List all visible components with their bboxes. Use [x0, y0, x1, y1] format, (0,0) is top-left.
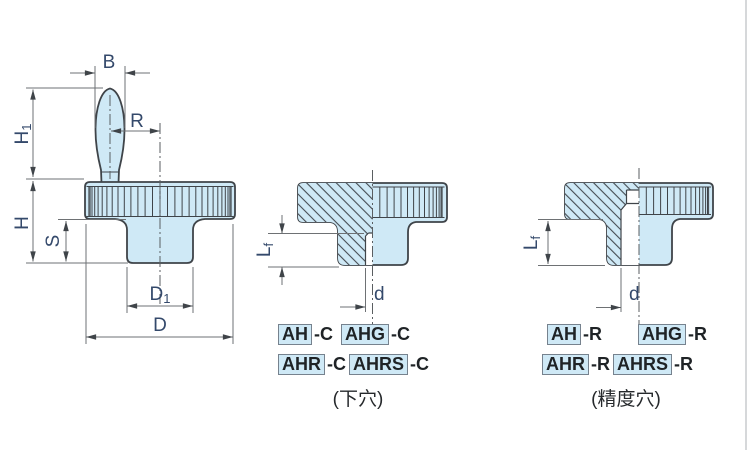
code-box-ahg: AHG [341, 324, 389, 345]
pilot-hole-outline [364, 232, 373, 265]
knurl-texture [645, 187, 710, 215]
code-box-ah: AH [547, 324, 581, 345]
code-row: AH -R AHG -R [542, 324, 710, 345]
code-suffix: -C [410, 354, 430, 374]
code-box-ahr: AHR [542, 354, 589, 375]
code-suffix: -R [583, 324, 602, 344]
code-suffix: -R [688, 324, 707, 344]
code-suffix: -R [591, 354, 610, 374]
front-view-dimensions [26, 66, 234, 344]
code-group-precision: AH -R AHG -R AHR -R AHRS -R (精度穴) [542, 324, 710, 411]
code-row: AHR -R AHRS -R [542, 354, 710, 375]
code-box-ahr: AHR [278, 354, 325, 375]
pilot-hole-void [365, 233, 373, 265]
code-suffix: -C [314, 324, 333, 344]
code-box-ahrs: AHRS [613, 354, 673, 375]
part-code: AH -C [278, 324, 333, 345]
part-code: AHR -R [542, 354, 610, 375]
dim-label-d-diameter: D [153, 315, 167, 336]
part-code: AHR -C [278, 354, 346, 375]
dim-label-r: R [130, 111, 144, 132]
dim-label-d-hole: d [629, 284, 640, 305]
section-view-pilot-hole: Lf d [254, 170, 448, 330]
code-box-ahrs: AHRS [349, 354, 409, 375]
dim-label-d-hole: d [374, 284, 385, 305]
dim-label-h1: H1 [12, 124, 34, 145]
precision-section-dimensions [538, 219, 622, 312]
section-hatch-area [298, 183, 373, 265]
precision-hole-void [621, 190, 639, 265]
knurl-texture [88, 186, 232, 217]
code-row: AH -C AHG -C [278, 324, 438, 345]
code-suffix: -C [327, 354, 346, 374]
dim-label-b: B [103, 52, 116, 73]
precision-hole-outline [620, 189, 639, 265]
part-code: AHRS -C [349, 354, 429, 375]
front-view: B R H1 H S D1 D [12, 52, 236, 344]
code-row: AHR -C AHRS -C [278, 354, 438, 375]
dim-label-h: H [12, 216, 33, 230]
caption-pilot-hole: (下穴) [332, 389, 384, 410]
code-box-ah: AH [278, 324, 312, 345]
part-code: AHRS -R [613, 354, 693, 375]
part-code: AHG -C [341, 324, 410, 345]
dim-label-lf: Lf [254, 243, 276, 258]
code-suffix: -C [391, 324, 410, 344]
part-code: AH -R [547, 324, 602, 345]
dim-label-d1: D1 [150, 284, 171, 306]
pilot-section-dimensions [268, 215, 366, 312]
code-box-ahg: AHG [638, 324, 686, 345]
part-code: AHG -R [638, 324, 707, 345]
dim-label-lf: Lf [521, 236, 543, 251]
code-group-pilot: AH -C AHG -C AHR -C AHRS -C (下穴) [278, 324, 438, 411]
dim-label-s: S [43, 235, 64, 248]
code-suffix: -R [674, 354, 694, 374]
section-view-precision-hole: Lf d [521, 168, 714, 332]
caption-precision-hole: (精度穴) [591, 389, 661, 410]
knurl-texture [379, 187, 443, 218]
